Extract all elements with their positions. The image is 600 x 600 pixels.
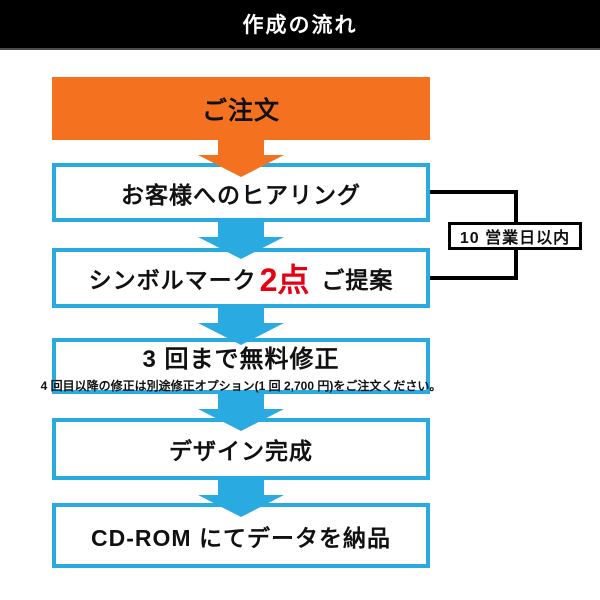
duration-label-box: 10 営業日以内	[448, 222, 582, 250]
step-label-hearing: お客様へのヒアリング	[121, 181, 361, 208]
bracket-bottom-line	[430, 276, 518, 280]
down-arrow-icon	[198, 479, 284, 517]
duration-label: 10 営業日以内	[459, 230, 571, 247]
proposal-text-after: ご提案	[321, 267, 394, 293]
bracket-top-line	[430, 190, 518, 194]
proposal-text-before: シンボルマーク	[88, 267, 257, 293]
step-label-proposal: シンボルマーク 2点 ご提案	[89, 255, 394, 301]
step-box-revisions: 3 回まで無料修正 4 回目以降の修正は別途修正オプション(1 回 2,700 …	[41, 338, 441, 394]
step-label-order: ご注文	[201, 96, 280, 125]
header-bar: 作成の流れ	[0, 0, 600, 50]
down-arrow-icon	[198, 307, 284, 345]
down-arrow-icon	[198, 139, 284, 177]
step-label-revisions: 3 回まで無料修正	[142, 345, 340, 373]
down-arrow-icon	[198, 221, 284, 259]
step-label-design-complete: デザイン完成	[169, 438, 313, 464]
down-arrow-icon	[198, 393, 284, 431]
step-box-order: ご注文	[52, 77, 430, 140]
step-label-delivery: CD-ROM にてデータを納品	[91, 524, 391, 551]
proposal-highlight-count: 2点	[259, 262, 310, 298]
revisions-note: 4 回目以降の修正は別途修正オプション(1 回 2,700 円)をご注文ください…	[40, 378, 442, 393]
page-title: 作成の流れ	[242, 14, 358, 37]
